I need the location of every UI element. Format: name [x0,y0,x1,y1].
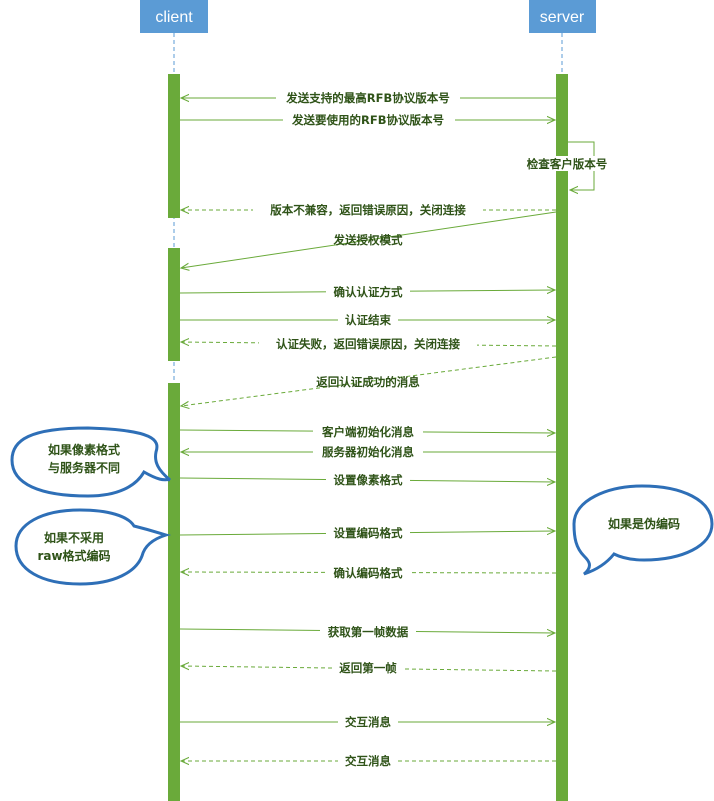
message-5: 发送授权模式 [181,211,557,268]
note-pseudo-encoding: 如果是伪编码 [572,484,714,576]
message-8: 认证失败，返回错误原因，关闭连接 [181,336,557,351]
message-11-label: 服务器初始化消息 [322,445,414,459]
message-4: 版本不兼容，返回错误原因，关闭连接 [181,202,556,217]
message-13: 设置编码格式 [179,525,555,540]
note-pixel-format-line-1: 如果像素格式 [48,442,120,457]
message-9-label: 返回认证成功的消息 [316,375,420,389]
message-10-label: 客户端初始化消息 [321,425,414,439]
message-1: 发送支持的最高RFB协议版本号 [181,90,556,105]
message-17-label: 交互消息 [345,715,391,729]
note-pseudo-encoding-text: 如果是伪编码 [608,516,680,531]
note-pixel-format: 如果像素格式 与服务器不同 [10,426,171,498]
message-14-label: 确认编码格式 [334,566,403,580]
client-actor-label: client [155,9,193,26]
message-1-label: 发送支持的最高RFB协议版本号 [285,91,449,105]
client-activation-2 [168,248,180,361]
message-2-label: 发送要使用的RFB协议版本号 [291,113,444,127]
message-8-label: 认证失败，返回错误原因，关闭连接 [276,337,460,351]
message-2: 发送要使用的RFB协议版本号 [180,112,555,127]
message-3-label: 检查客户版本号 [527,157,608,171]
message-17: 交互消息 [180,714,555,729]
note-pixel-format-line-2: 与服务器不同 [48,460,120,475]
message-12: 设置像素格式 [179,472,555,487]
note-raw-encoding: 如果不采用 raw格式编码 [14,508,172,586]
message-11: 服务器初始化消息 [181,444,556,459]
client-activation-3 [168,383,180,801]
message-6: 确认认证方式 [179,284,555,299]
client-actor: client [140,0,208,33]
message-7: 认证结束 [180,312,555,327]
note-raw-encoding-line-2: raw格式编码 [37,548,110,563]
message-18-label: 交互消息 [345,754,391,768]
message-10: 客户端初始化消息 [179,424,555,439]
server-activation [556,74,568,801]
message-14: 确认编码格式 [181,565,557,580]
message-16-label: 返回第一帧 [339,661,397,675]
message-6-label: 确认认证方式 [334,285,403,299]
server-actor-label: server [540,9,585,26]
message-5-label: 发送授权模式 [333,233,403,247]
server-actor: server [529,0,596,33]
message-15-label: 获取第一帧数据 [328,625,409,639]
message-18: 交互消息 [181,753,556,768]
message-15: 获取第一帧数据 [179,624,555,639]
message-16: 返回第一帧 [181,660,557,675]
note-raw-encoding-line-1: 如果不采用 [44,530,104,545]
message-3-self: 检查客户版本号 [519,141,615,190]
message-4-label: 版本不兼容，返回错误原因，关闭连接 [270,203,466,217]
message-12-label: 设置像素格式 [334,473,403,487]
message-13-label: 设置编码格式 [334,526,403,540]
message-7-label: 认证结束 [345,313,391,327]
message-9: 返回认证成功的消息 [181,356,557,406]
client-activation-1 [168,74,180,218]
